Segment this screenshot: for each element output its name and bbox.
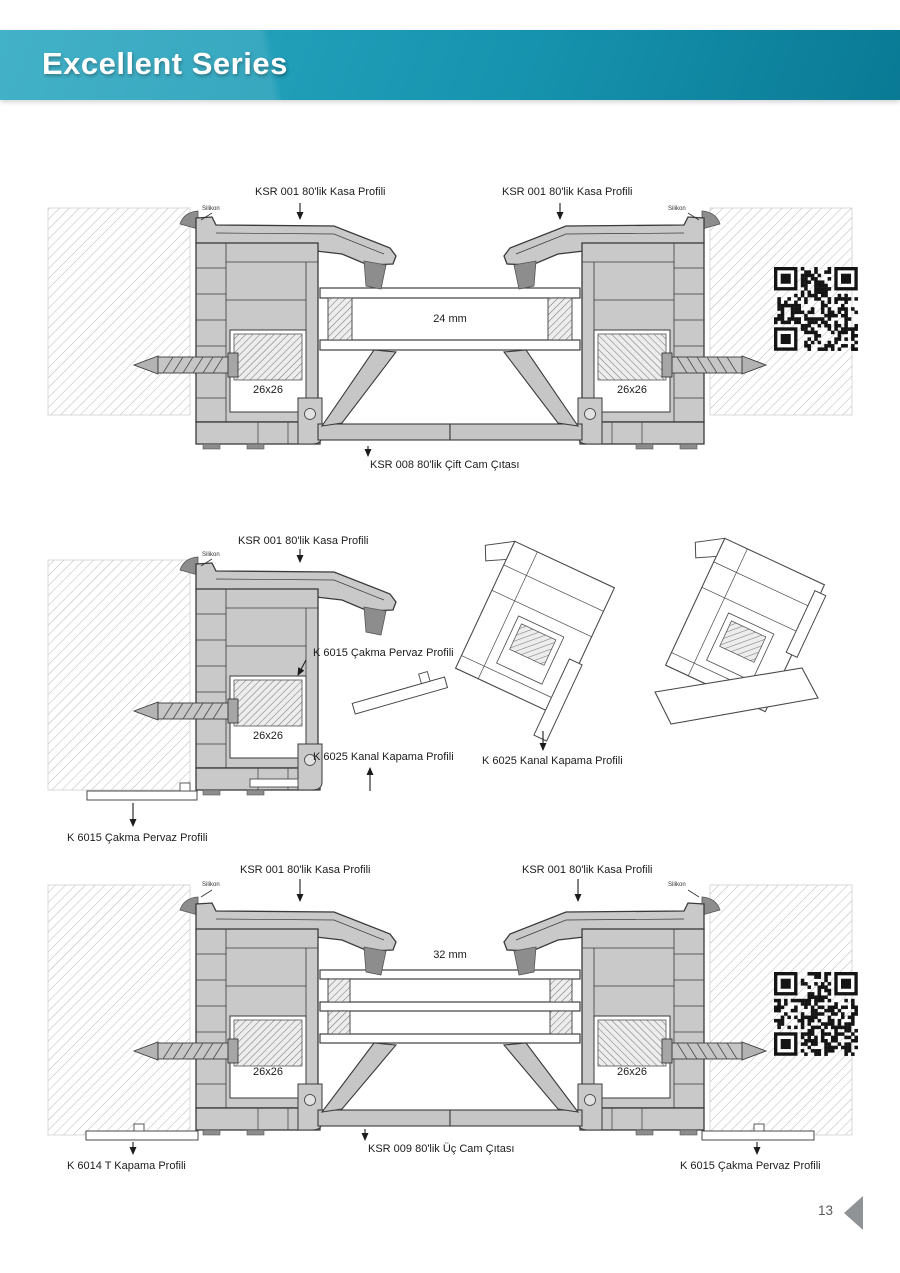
label-26x26-middle: 26x26 bbox=[253, 730, 283, 742]
wall-section bbox=[47, 559, 191, 791]
label-silikon-middle: Silikon bbox=[202, 552, 220, 558]
label-ksr009-bead: KSR 009 80'lik Üç Cam Çıtası bbox=[368, 1143, 515, 1155]
glazing-beads-bottom bbox=[317, 1042, 583, 1127]
label-kasa-top-left: KSR 001 80'lik Kasa Profili bbox=[255, 186, 386, 198]
t-kapama-profile bbox=[85, 1123, 199, 1141]
label-pervaz-lower: K 6015 Çakma Pervaz Profili bbox=[67, 832, 208, 844]
silikon-leaders bbox=[200, 212, 700, 898]
wall-section bbox=[47, 884, 191, 1136]
label-kasa-bottom-right: KSR 001 80'lik Kasa Profili bbox=[522, 864, 653, 876]
annotation-arrows bbox=[129, 203, 761, 1155]
label-26x26-top-right: 26x26 bbox=[617, 384, 647, 396]
pervaz-profile-bottom-right bbox=[701, 1123, 815, 1141]
label-t-kapama: K 6014 T Kapama Profili bbox=[67, 1160, 186, 1172]
label-kasa-middle: KSR 001 80'lik Kasa Profili bbox=[238, 535, 369, 547]
label-kanal-right: K 6025 Kanal Kapama Profili bbox=[482, 755, 623, 767]
kanal-cover bbox=[249, 778, 299, 788]
label-silikon-bottom-left: Silikon bbox=[202, 882, 220, 888]
label-silikon-top-left: Silikon bbox=[202, 206, 220, 212]
page-title: Excellent Series bbox=[42, 46, 288, 81]
glass-unit-32mm bbox=[319, 969, 581, 1044]
glazing-beads-top bbox=[317, 349, 583, 441]
qr-code-bottom bbox=[774, 972, 858, 1056]
label-pervaz-bottom-right: K 6015 Çakma Pervaz Profili bbox=[680, 1160, 821, 1172]
label-kasa-top-right: KSR 001 80'lik Kasa Profili bbox=[502, 186, 633, 198]
exploded-view-right bbox=[642, 527, 827, 725]
label-glass-24mm: 24 mm bbox=[433, 313, 467, 325]
wall-section bbox=[47, 207, 191, 416]
glass-unit-24mm bbox=[319, 287, 581, 351]
label-glass-32mm: 32 mm bbox=[433, 949, 467, 961]
label-ksr008-bead: KSR 008 80'lik Çift Cam Çıtası bbox=[370, 459, 520, 471]
exploded-view-left bbox=[432, 530, 615, 742]
label-pervaz-upper: K 6015 Çakma Pervaz Profili bbox=[313, 647, 454, 659]
pervaz-profile-attached bbox=[86, 782, 198, 801]
pervaz-profile-detached bbox=[351, 670, 449, 715]
label-kanal-left: K 6025 Kanal Kapama Profili bbox=[313, 751, 454, 763]
wall-hatching bbox=[47, 207, 853, 1136]
header-banner: Excellent Series bbox=[0, 30, 900, 100]
label-silikon-top-right: Silikon bbox=[668, 206, 686, 212]
label-26x26-bottom-right: 26x26 bbox=[617, 1066, 647, 1078]
label-silikon-bottom-right: Silikon bbox=[668, 882, 686, 888]
label-26x26-bottom-left: 26x26 bbox=[253, 1066, 283, 1078]
label-kasa-bottom-left: KSR 001 80'lik Kasa Profili bbox=[240, 864, 371, 876]
label-26x26-top-left: 26x26 bbox=[253, 384, 283, 396]
qr-code-top bbox=[774, 267, 858, 351]
page-number: 13 bbox=[818, 1203, 834, 1218]
